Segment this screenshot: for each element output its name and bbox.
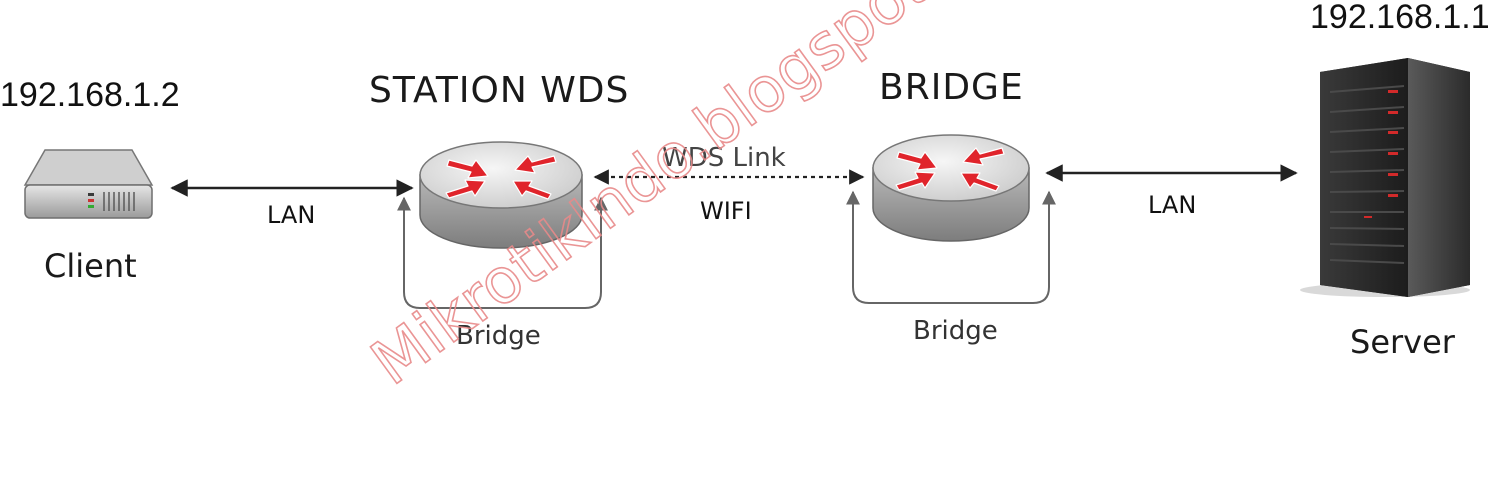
station-bridge-loop (397, 196, 608, 309)
server-tower-icon (1300, 58, 1470, 297)
server-label: Server (1350, 323, 1456, 361)
client-label: Client (44, 247, 137, 285)
station-loop-label: Bridge (456, 321, 541, 351)
client-box-icon (23, 149, 154, 219)
wifi-label: WIFI (700, 197, 752, 225)
bridge-loop-label: Bridge (913, 316, 998, 346)
bridge-bridge-loop (846, 190, 1056, 304)
bridge-title: BRIDGE (879, 67, 1024, 108)
station-router-icon (419, 141, 583, 249)
server-ip: 192.168.1.1 (1310, 0, 1490, 36)
wds-link-label: WDS Link (662, 143, 786, 173)
lan-label-right: LAN (1148, 191, 1196, 219)
bridge-router-icon (872, 134, 1030, 242)
client-ip: 192.168.1.2 (0, 76, 180, 114)
lan-label-left: LAN (267, 201, 315, 229)
station-title: STATION WDS (369, 70, 629, 111)
